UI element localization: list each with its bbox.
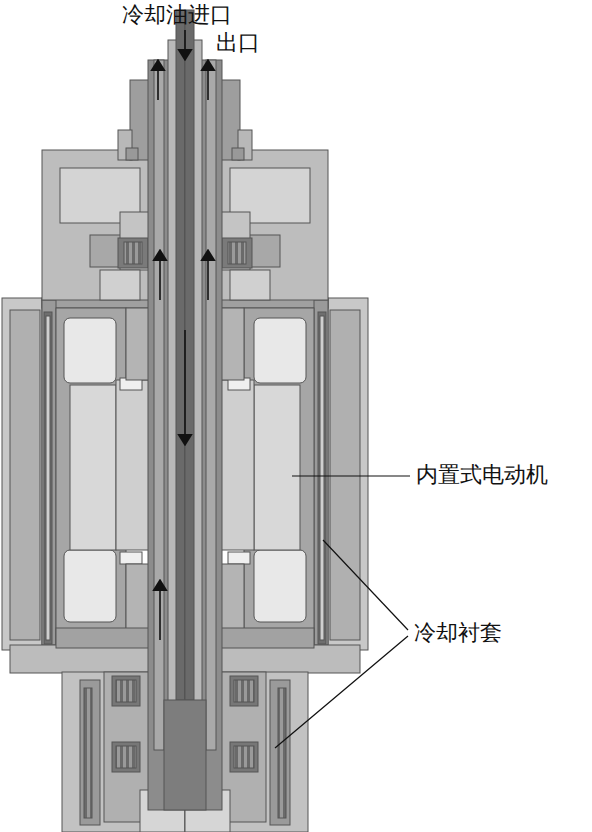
- part-label: 冷却衬套: [414, 620, 502, 646]
- part-label: 冷却油进口: [122, 2, 232, 28]
- part-label: 内置式电动机: [416, 462, 548, 488]
- part-label: 出口: [216, 30, 260, 56]
